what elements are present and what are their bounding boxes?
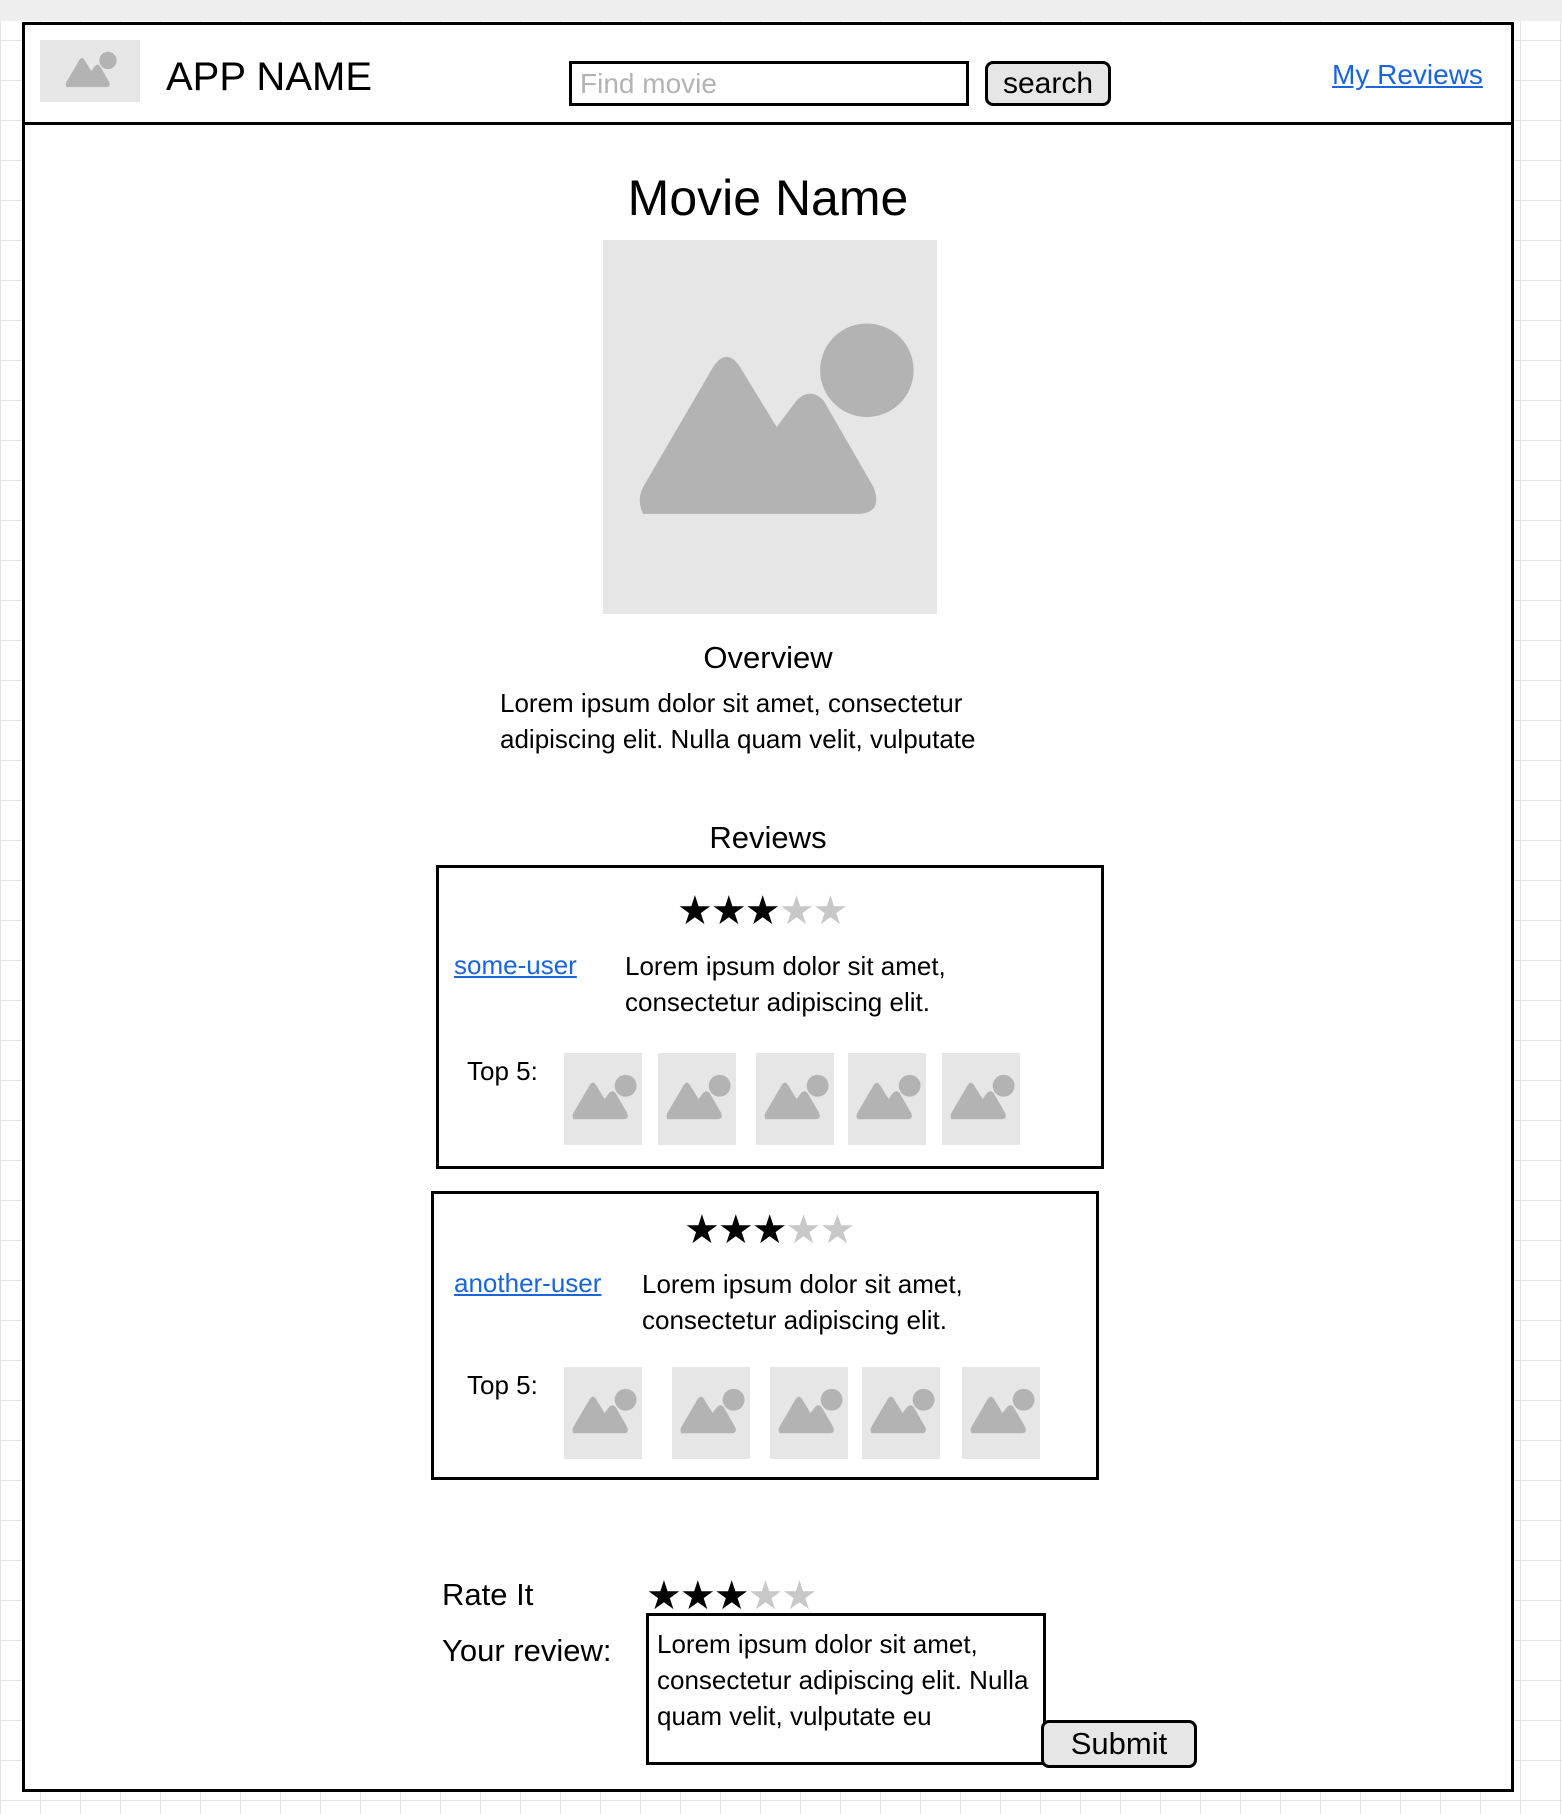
top5-movie-image-icon (756, 1053, 834, 1145)
review-card: ★★★★★ another-user Lorem ipsum dolor sit… (431, 1191, 1099, 1480)
top5-movie-image-icon (942, 1053, 1020, 1145)
top5-movie-image-icon (770, 1367, 848, 1459)
app-logo-image-icon (40, 40, 140, 102)
star-empty-icon: ★ (819, 1208, 855, 1252)
review-rating-stars: ★★★★★ (677, 889, 848, 933)
star-filled-icon[interactable]: ★ (679, 1574, 716, 1618)
page-frame: APP NAME search My Reviews Movie Name Ov… (22, 22, 1514, 1792)
star-filled-icon: ★ (677, 889, 713, 933)
app-name: APP NAME (166, 55, 372, 99)
overview-text: Lorem ipsum dolor sit amet, consectetur … (500, 688, 976, 754)
star-filled-icon: ★ (717, 1208, 754, 1252)
rate-it-stars[interactable]: ★★★★★ (646, 1574, 817, 1618)
top5-movie-image-icon (962, 1367, 1040, 1459)
star-empty-icon: ★ (812, 889, 848, 933)
your-review-label: Your review: (442, 1633, 612, 1668)
review-rating-stars: ★★★★★ (684, 1208, 855, 1252)
overview-heading: Overview (703, 640, 833, 675)
top5-label: Top 5: (467, 1370, 538, 1400)
review-card: ★★★★★ some-user Lorem ipsum dolor sit am… (436, 865, 1104, 1169)
top5-movie-image-icon (564, 1053, 642, 1145)
star-empty-icon[interactable]: ★ (781, 1574, 817, 1618)
review-user-link[interactable]: some-user (454, 950, 577, 980)
movie-poster-image-icon (603, 240, 937, 614)
top5-movie-image-icon (658, 1053, 736, 1145)
reviews-heading: Reviews (709, 820, 827, 855)
star-empty-icon: ★ (785, 1208, 822, 1252)
star-filled-icon: ★ (744, 889, 781, 933)
star-filled-icon[interactable]: ★ (713, 1574, 750, 1618)
review-textarea[interactable]: Lorem ipsum dolor sit amet, consectetur … (646, 1613, 1046, 1765)
rate-it-label: Rate It (442, 1577, 534, 1612)
my-reviews-link[interactable]: My Reviews (1332, 59, 1483, 90)
star-empty-icon: ★ (778, 889, 815, 933)
search-input[interactable] (569, 61, 969, 106)
review-text: Lorem ipsum dolor sit amet, consectetur … (625, 951, 946, 1017)
review-user-link[interactable]: another-user (454, 1268, 602, 1298)
top5-label: Top 5: (467, 1056, 538, 1086)
star-filled-icon: ★ (710, 889, 747, 933)
star-filled-icon[interactable]: ★ (646, 1574, 682, 1618)
top5-movie-image-icon (848, 1053, 926, 1145)
search-button[interactable]: search (985, 61, 1111, 106)
star-empty-icon[interactable]: ★ (747, 1574, 784, 1618)
review-text: Lorem ipsum dolor sit amet, consectetur … (642, 1269, 963, 1335)
top5-movie-image-icon (862, 1367, 940, 1459)
star-filled-icon: ★ (684, 1208, 720, 1252)
top5-movie-image-icon (564, 1367, 642, 1459)
top5-movie-image-icon (672, 1367, 750, 1459)
star-filled-icon: ★ (751, 1208, 788, 1252)
submit-button[interactable]: Submit (1041, 1720, 1197, 1768)
app-header: APP NAME search My Reviews (25, 25, 1511, 125)
movie-title: Movie Name (627, 170, 909, 226)
top-band (0, 0, 1562, 21)
